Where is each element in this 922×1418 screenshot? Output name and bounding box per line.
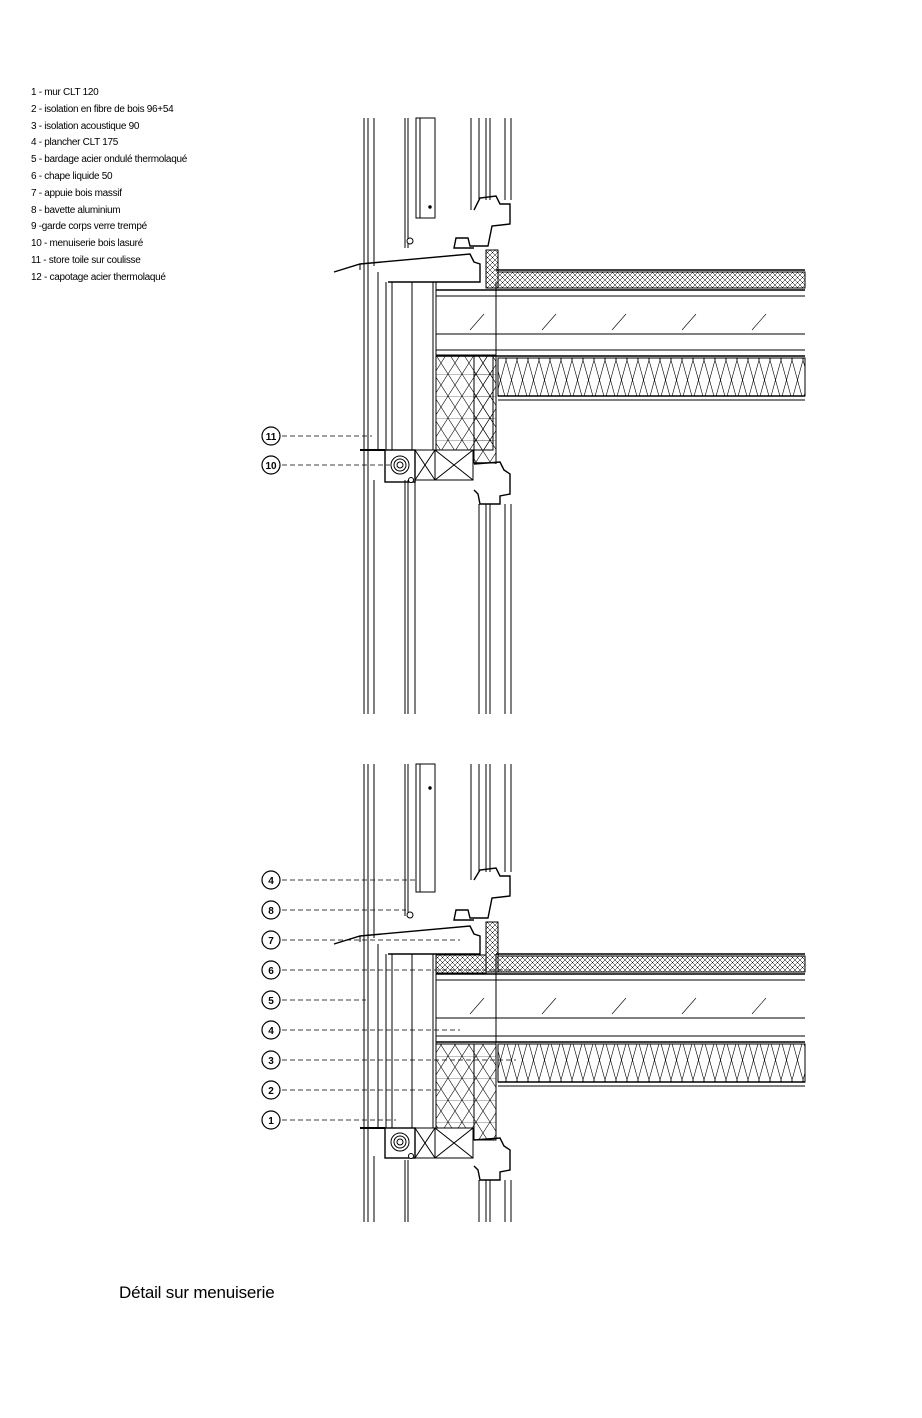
callout-label: 4 <box>268 876 274 887</box>
detail-bottom <box>333 763 806 1222</box>
callouts-bottom: 4 8 7 6 5 4 3 <box>261 870 516 1130</box>
callout-label: 1 <box>268 1116 274 1127</box>
callout-11: 11 <box>261 426 372 446</box>
callout-1: 1 <box>261 1110 396 1130</box>
legend-item: 5 - bardage acier ondulé thermolaqué <box>31 154 187 166</box>
callout-label: 8 <box>268 906 274 917</box>
legend-item: 6 - chape liquide 50 <box>31 170 113 182</box>
callout-label: 5 <box>268 996 274 1007</box>
callout-8: 8 <box>261 900 406 920</box>
callout-label: 3 <box>268 1056 274 1067</box>
legend: 1 - mur CLT 120 2 - isolation en fibre d… <box>31 85 187 287</box>
callout-4-floor: 4 <box>261 1020 460 1040</box>
legend-item: 12 - capotage acier thermolaqué <box>31 271 166 283</box>
callout-label: 4 <box>268 1026 274 1037</box>
callout-label: 11 <box>266 432 277 443</box>
legend-item: 8 - bavette aluminium <box>31 204 121 216</box>
legend-item: 9 -garde corps verre trempé <box>31 221 147 233</box>
callout-label: 6 <box>268 966 274 977</box>
legend-item: 2 - isolation en fibre de bois 96+54 <box>31 103 174 115</box>
callouts-top: 11 10 <box>261 426 390 475</box>
legend-item: 11 - store toile sur coulisse <box>31 254 141 266</box>
figure-caption: Détail sur menuiserie <box>119 1283 275 1302</box>
legend-item: 4 - plancher CLT 175 <box>31 137 119 149</box>
callout-6: 6 <box>261 960 516 980</box>
callout-2: 2 <box>261 1080 440 1100</box>
callout-10: 10 <box>261 455 390 475</box>
callout-label: 2 <box>268 1086 274 1097</box>
callout-3: 3 <box>261 1050 516 1070</box>
legend-item: 7 - appuie bois massif <box>31 187 122 199</box>
legend-item: 3 - isolation acoustique 90 <box>31 120 140 132</box>
legend-item: 1 - mur CLT 120 <box>31 87 99 98</box>
callout-4-guard: 4 <box>261 870 418 890</box>
legend-item: 10 - menuiserie bois lasuré <box>31 238 143 250</box>
callout-5: 5 <box>261 990 366 1010</box>
callout-7: 7 <box>261 930 460 950</box>
detail-top <box>333 117 806 714</box>
callout-label: 7 <box>268 936 274 947</box>
callout-label: 10 <box>265 461 277 472</box>
